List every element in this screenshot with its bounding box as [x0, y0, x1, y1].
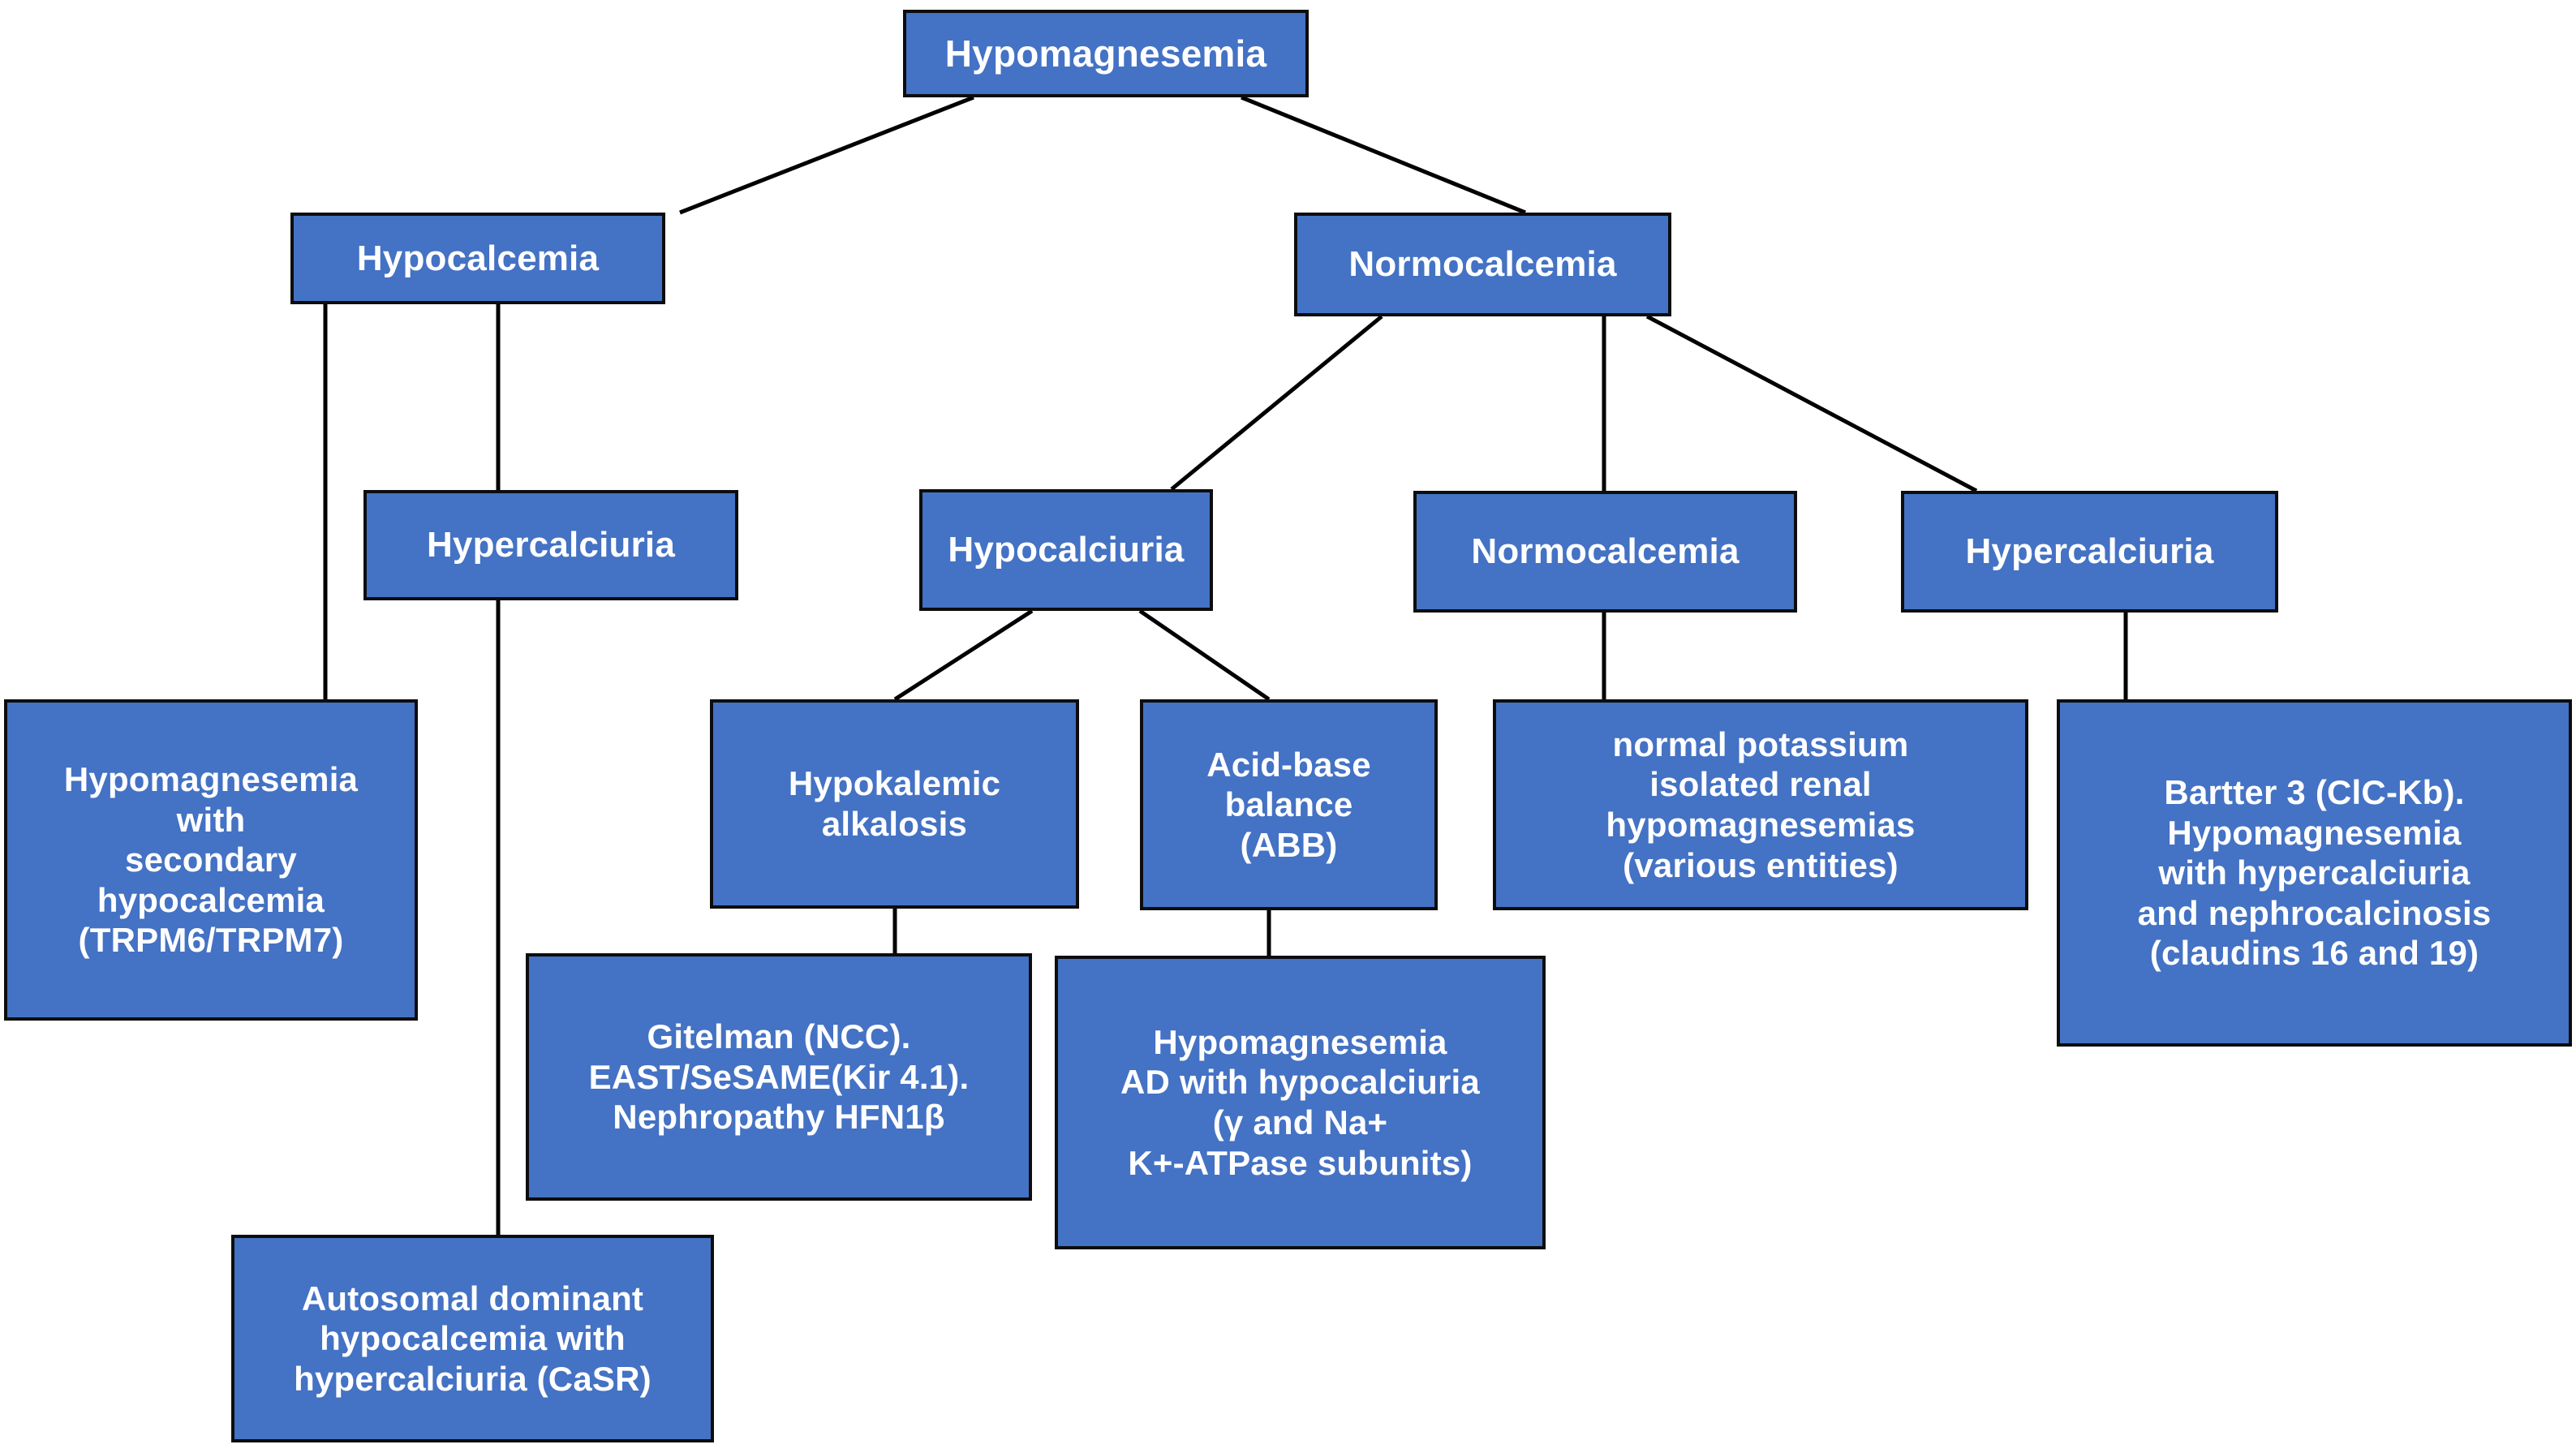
- node-gitelman[interactable]: Gitelman (NCC). EAST/SeSAME(Kir 4.1). Ne…: [526, 953, 1032, 1201]
- edge-root-normocalcemia: [1241, 95, 1526, 215]
- node-casr-label: Autosomal dominant hypocalcemia with hyp…: [294, 1279, 652, 1398]
- node-hypocalcemia[interactable]: Hypocalcemia: [290, 213, 665, 304]
- node-trpm[interactable]: Hypomagnesemia with secondary hypocalcem…: [4, 699, 418, 1021]
- node-casr[interactable]: Autosomal dominant hypocalcemia with hyp…: [231, 1235, 714, 1442]
- node-normal-potassium-label: normal potassium isolated renal hypomagn…: [1606, 724, 1916, 884]
- edge-root-hypocalcemia: [679, 95, 974, 215]
- node-bartter[interactable]: Bartter 3 (ClC-Kb). Hypomagnesemia with …: [2057, 699, 2572, 1047]
- edge-hypocalciuria-hypokalemic: [893, 608, 1034, 702]
- node-trpm-label: Hypomagnesemia with secondary hypocalcem…: [63, 760, 359, 960]
- edge-normocalcemia-hypercalciuria: [1645, 314, 1978, 493]
- node-gitelman-label: Gitelman (NCC). EAST/SeSAME(Kir 4.1). Ne…: [588, 1017, 970, 1137]
- node-normocalcemia[interactable]: Normocalcemia: [1294, 213, 1671, 316]
- node-root[interactable]: Hypomagnesemia: [903, 10, 1309, 97]
- edge-normocalcemia-hypocalciuria: [1170, 315, 1383, 491]
- node-ad-hypocalciuria[interactable]: Hypomagnesemia AD with hypocalciuria (γ …: [1055, 956, 1546, 1249]
- node-hypercalciuria-left[interactable]: Hypercalciuria: [363, 490, 738, 600]
- node-hypokalemic[interactable]: Hypokalemic alkalosis: [710, 699, 1079, 909]
- node-root-label: Hypomagnesemia: [944, 32, 1267, 75]
- edge-hypocalciuria-abb: [1138, 608, 1271, 702]
- node-hypercalciuria-right-label: Hypercalciuria: [1965, 531, 2214, 572]
- node-hypocalcemia-label: Hypocalcemia: [356, 238, 600, 278]
- node-ad-hypocalciuria-label: Hypomagnesemia AD with hypocalciuria (γ …: [1120, 1022, 1480, 1182]
- node-normal-potassium[interactable]: normal potassium isolated renal hypomagn…: [1493, 699, 2028, 910]
- node-hypercalciuria-right[interactable]: Hypercalciuria: [1901, 491, 2278, 613]
- node-normocalcemia-2[interactable]: Normocalcemia: [1413, 491, 1797, 613]
- node-hypercalciuria-left-label: Hypercalciuria: [426, 525, 676, 565]
- node-bartter-label: Bartter 3 (ClC-Kb). Hypomagnesemia with …: [2137, 773, 2492, 973]
- node-abb[interactable]: Acid-base balance (ABB): [1140, 699, 1438, 910]
- node-abb-label: Acid-base balance (ABB): [1206, 745, 1371, 864]
- node-hypocalciuria[interactable]: Hypocalciuria: [919, 489, 1213, 611]
- node-normocalcemia-2-label: Normocalcemia: [1471, 531, 1740, 572]
- node-normocalcemia-label: Normocalcemia: [1348, 244, 1617, 285]
- node-hypocalciuria-label: Hypocalciuria: [948, 530, 1185, 570]
- node-hypokalemic-label: Hypokalemic alkalosis: [788, 764, 1001, 843]
